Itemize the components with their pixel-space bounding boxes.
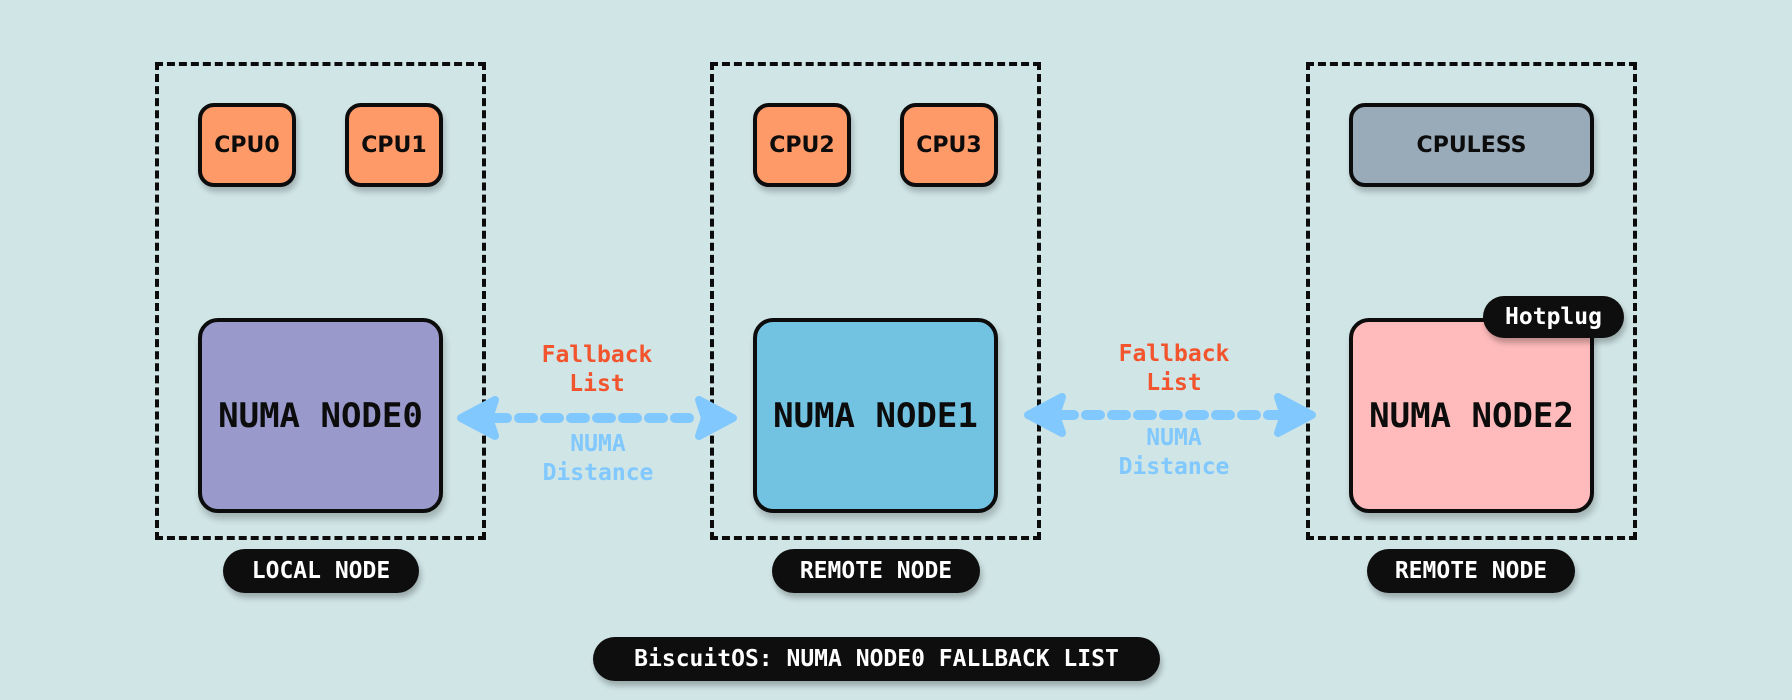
arrow-head-right (1274, 393, 1316, 437)
node0-group-boundary (155, 62, 486, 540)
cpu2-box: CPU2 (753, 103, 851, 187)
numa-node1-label: NUMA NODE1 (773, 395, 978, 436)
cpu1-box: CPU1 (345, 103, 443, 187)
local-node-badge: LOCAL NODE (223, 549, 419, 593)
numa-node2-label: NUMA NODE2 (1369, 395, 1574, 436)
arrow-head-left (457, 396, 499, 440)
cpu3-box: CPU3 (900, 103, 998, 187)
numa-node1-box: NUMA NODE1 (753, 318, 998, 513)
remote-node2-label: REMOTE NODE (1394, 558, 1548, 584)
distance-line1: NUMA (1146, 425, 1202, 451)
cpu3-label: CPU3 (916, 132, 982, 158)
fallback-line2: List (1146, 370, 1202, 396)
node2-group-boundary (1306, 62, 1637, 540)
fallback-list-label-2: Fallback List (1094, 340, 1254, 398)
numa-distance-label-1: NUMA Distance (518, 430, 678, 488)
distance-line1: NUMA (570, 431, 626, 457)
arrow-head-right (695, 396, 737, 440)
hotplug-label: Hotplug (1505, 304, 1602, 330)
numa-distance-label-2: NUMA Distance (1094, 424, 1254, 482)
remote-node1-badge: REMOTE NODE (772, 549, 980, 593)
hotplug-badge: Hotplug (1483, 296, 1624, 338)
cpu0-box: CPU0 (198, 103, 296, 187)
cpuless-label: CPULESS (1416, 132, 1527, 158)
fallback-line1: Fallback (1118, 341, 1230, 367)
cpu2-label: CPU2 (769, 132, 835, 158)
arrow-head-left (1024, 393, 1066, 437)
remote-node1-label: REMOTE NODE (799, 558, 953, 584)
numa-node2-box: NUMA NODE2 (1349, 318, 1594, 513)
numa-node0-box: NUMA NODE0 (198, 318, 443, 513)
diagram-title-badge: BiscuitOS: NUMA NODE0 FALLBACK LIST (593, 637, 1160, 681)
cpu0-label: CPU0 (214, 132, 280, 158)
numa-distance-arrow-1-2 (1024, 393, 1316, 437)
distance-line2: Distance (542, 460, 654, 486)
diagram-title: BiscuitOS: NUMA NODE0 FALLBACK LIST (634, 646, 1119, 672)
fallback-line2: List (569, 371, 625, 397)
node1-group-boundary (710, 62, 1041, 540)
cpuless-box: CPULESS (1349, 103, 1594, 187)
fallback-line1: Fallback (541, 342, 653, 368)
local-node-label: LOCAL NODE (251, 558, 391, 584)
numa-node0-label: NUMA NODE0 (218, 395, 423, 436)
distance-line2: Distance (1118, 454, 1230, 480)
remote-node2-badge: REMOTE NODE (1367, 549, 1575, 593)
fallback-list-label-1: Fallback List (517, 341, 677, 399)
cpu1-label: CPU1 (361, 132, 427, 158)
numa-distance-arrow-0-1 (457, 396, 737, 440)
